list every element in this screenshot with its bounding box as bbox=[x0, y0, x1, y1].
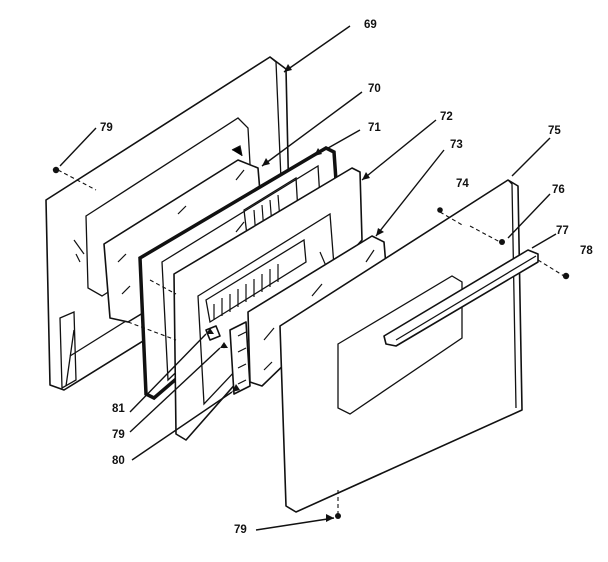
callout-80: 80 bbox=[112, 455, 125, 467]
callout-81: 81 bbox=[112, 403, 125, 415]
screw-79-top bbox=[52, 166, 60, 174]
callout-70: 70 bbox=[368, 83, 381, 95]
callout-71: 71 bbox=[368, 122, 381, 134]
callout-72: 72 bbox=[440, 111, 453, 123]
assembly-dash-lines bbox=[57, 169, 565, 514]
part-80-hinge-bracket bbox=[229, 321, 251, 395]
callout-77: 77 bbox=[556, 225, 569, 237]
callout-78: 78 bbox=[580, 245, 593, 257]
callout-76: 76 bbox=[552, 184, 565, 196]
callout-69: 69 bbox=[364, 19, 377, 31]
callout-75: 75 bbox=[548, 125, 561, 137]
callout-79-bottom: 79 bbox=[234, 524, 247, 536]
screw-76 bbox=[499, 239, 505, 245]
callout-79-top: 79 bbox=[100, 122, 113, 134]
screw-79-bottom bbox=[335, 513, 341, 519]
screw-78 bbox=[562, 272, 570, 280]
leader-arrowheads bbox=[206, 64, 384, 522]
leader-lines bbox=[59, 25, 557, 531]
callout-79-mid: 79 bbox=[112, 429, 125, 441]
part-77-handle bbox=[383, 249, 539, 347]
callout-73: 73 bbox=[450, 139, 463, 151]
callout-74: 74 bbox=[456, 178, 469, 190]
screw-74 bbox=[437, 207, 443, 213]
